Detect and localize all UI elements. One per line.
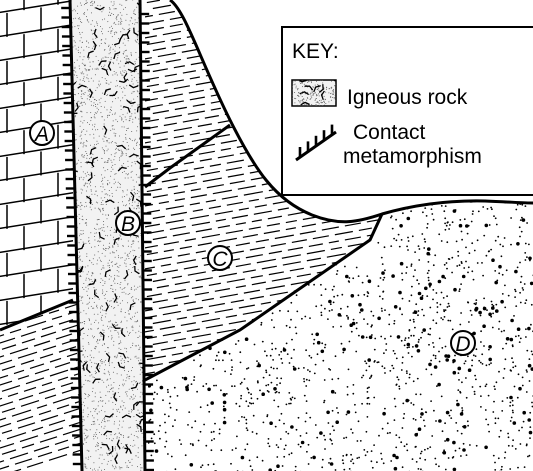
key-contact-label-2: metamorphism	[343, 145, 482, 168]
key-title: KEY:	[292, 40, 339, 63]
key-igneous-label: Igneous rock	[347, 86, 468, 109]
key-contact-label-1: Contact	[353, 121, 426, 144]
igneous-rock-swatch	[292, 78, 340, 106]
label-b: B	[116, 211, 140, 236]
label-a: A	[30, 121, 54, 146]
label-c: C	[208, 246, 232, 271]
sandstone-unit-d	[144, 193, 533, 471]
label-d: D	[451, 331, 475, 356]
key-legend: KEY: Igneous rock Contact metamorphism	[282, 27, 533, 195]
